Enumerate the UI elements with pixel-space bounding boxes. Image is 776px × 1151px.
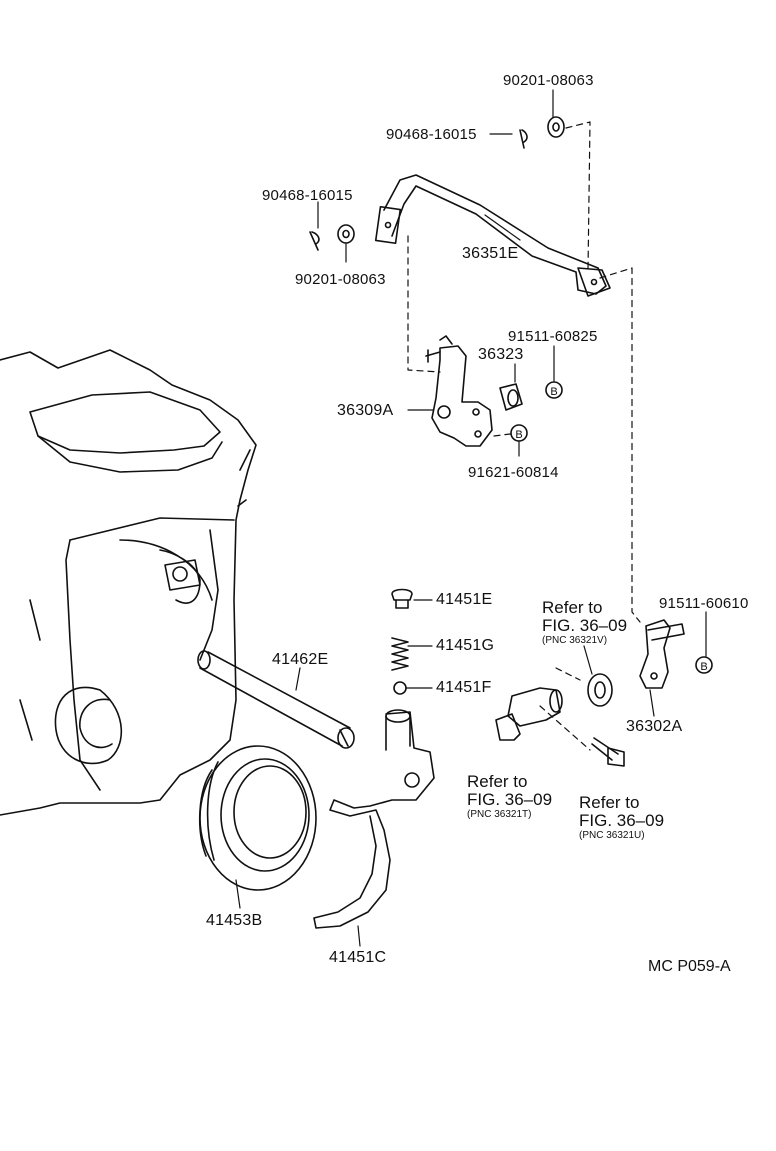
label-90201-left: 90201-08063 (295, 271, 386, 288)
diagram-code: MC P059-A (648, 958, 731, 975)
ref-v-line2: FIG. 36–09 (542, 616, 628, 635)
bolt-36321U (591, 737, 625, 767)
ref-fig-36-09-u: Refer to FIG. 36–09 (PNC 36321U) (579, 793, 665, 842)
label-41462E: 41462E (272, 651, 329, 668)
leader-lines (235, 89, 707, 947)
label-36323: 36323 (478, 346, 524, 363)
washer-90201-top (547, 116, 565, 138)
label-90468-top: 90468-16015 (386, 126, 477, 143)
ref-fig-36-09-v: Refer to FIG. 36–09 (PNC 36321V) (542, 598, 628, 647)
svg-text:B: B (550, 386, 557, 398)
ref-u-line3: (PNC 36321U) (579, 830, 645, 841)
fork-41451C (313, 709, 435, 929)
label-41451C: 41451C (329, 949, 387, 966)
assembly-lines (407, 121, 641, 751)
label-41451E: 41451E (436, 591, 493, 608)
spring-41451G (391, 637, 409, 671)
label-41453B: 41453B (206, 912, 263, 929)
label-36309A: 36309A (337, 402, 394, 419)
shift-rod-36351E (374, 174, 611, 297)
seal-36321V (587, 673, 613, 707)
bushing-36323 (499, 383, 523, 411)
lever-36309A (425, 335, 493, 447)
label-91621-60814: 91621-60814 (468, 464, 559, 481)
plug-41451E (391, 588, 413, 609)
ref-t-line3: (PNC 36321T) (467, 809, 532, 820)
ball-41451F (393, 681, 407, 695)
bolt-mark-2: B (510, 424, 528, 442)
bolt-mark-1: B (545, 381, 563, 399)
cotter-pin-left (309, 231, 320, 251)
washer-90201-left (337, 224, 355, 244)
bolt-mark-3: B (695, 656, 713, 674)
cotter-pin-top (519, 129, 528, 149)
bracket-36302A (639, 619, 685, 689)
label-91511-60610: 91511-60610 (659, 595, 749, 612)
ref-v-line1: Refer to (542, 598, 603, 617)
ref-fig-36-09-t: Refer to FIG. 36–09 (PNC 36321T) (467, 772, 553, 821)
shaft-41462E (197, 650, 355, 749)
ref-t-line1: Refer to (467, 772, 528, 791)
sleeve-41453B (198, 745, 317, 891)
label-36302A: 36302A (626, 718, 683, 735)
label-90201-top: 90201-08063 (503, 72, 594, 89)
ref-u-line2: FIG. 36–09 (579, 811, 665, 830)
label-41451G: 41451G (436, 637, 495, 654)
ref-v-line3: (PNC 36321V) (542, 635, 608, 646)
label-90468-left: 90468-16015 (262, 187, 353, 204)
selector-shaft-36321T (495, 687, 563, 741)
label-91511-60825: 91511-60825 (508, 328, 598, 345)
svg-text:B: B (515, 429, 522, 441)
ref-t-line2: FIG. 36–09 (467, 790, 553, 809)
transmission-case (0, 349, 257, 816)
ref-u-line1: Refer to (579, 793, 640, 812)
label-41451F: 41451F (436, 679, 492, 696)
svg-text:B: B (700, 661, 707, 673)
label-36351E: 36351E (462, 245, 519, 262)
